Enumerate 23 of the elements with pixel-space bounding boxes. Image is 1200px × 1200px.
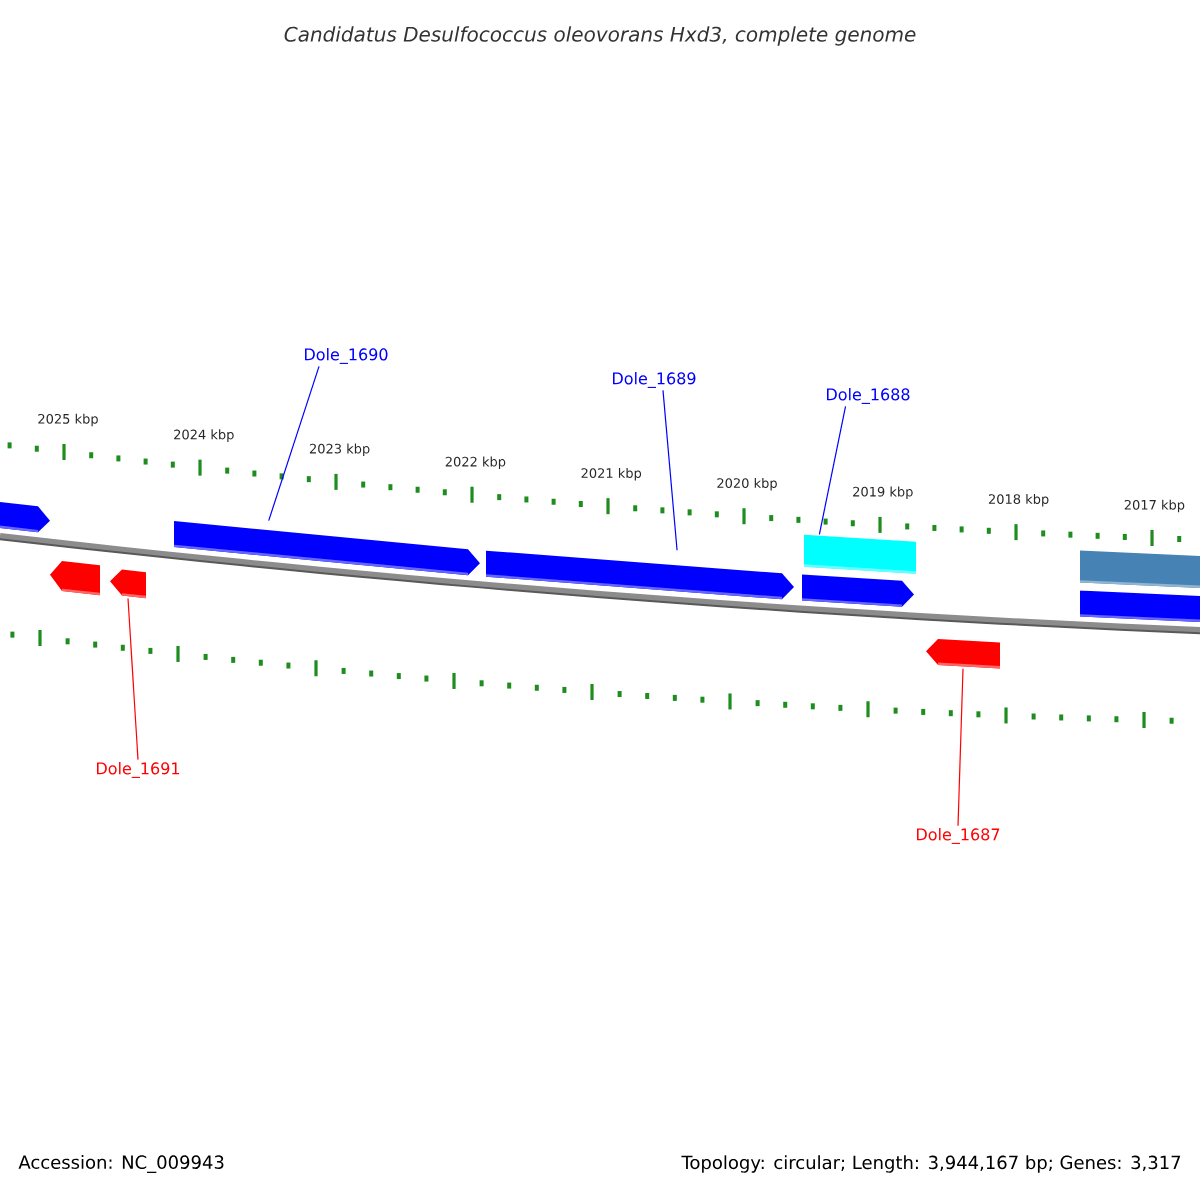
- leader-line: [127, 597, 139, 761]
- title: Candidatus Desulfococcus oleovorans Hxd3, complete genome: [284, 26, 916, 46]
- gene-feature: [485, 550, 794, 600]
- leader-line: [818, 405, 847, 535]
- gene-feature: [173, 521, 480, 576]
- leader-line: [662, 389, 678, 551]
- gene-label: Dole_1688: [827, 388, 910, 404]
- footer-text: Accession: NC_009943: [18, 1155, 224, 1173]
- footer-text: Topology: circular; Length: 3,944,167 bp; Genes: 3,317: [681, 1155, 1181, 1173]
- gene-label: Dole_1689: [613, 372, 696, 388]
- gene-feature: [50, 561, 101, 596]
- leader-line: [957, 668, 964, 827]
- gene-label: Dole_1687: [917, 828, 1000, 844]
- leader-line: [268, 365, 320, 522]
- gene-feature: [926, 639, 1001, 669]
- gene-feature: [110, 569, 147, 599]
- gene-label: Dole_1690: [305, 348, 388, 364]
- gene-feature: [1079, 590, 1200, 622]
- gene-feature: [803, 534, 917, 574]
- gene-feature: [801, 574, 914, 607]
- gene-label: Dole_1691: [97, 762, 180, 778]
- gene-feature: [0, 502, 50, 533]
- gene-feature: [1079, 550, 1200, 588]
